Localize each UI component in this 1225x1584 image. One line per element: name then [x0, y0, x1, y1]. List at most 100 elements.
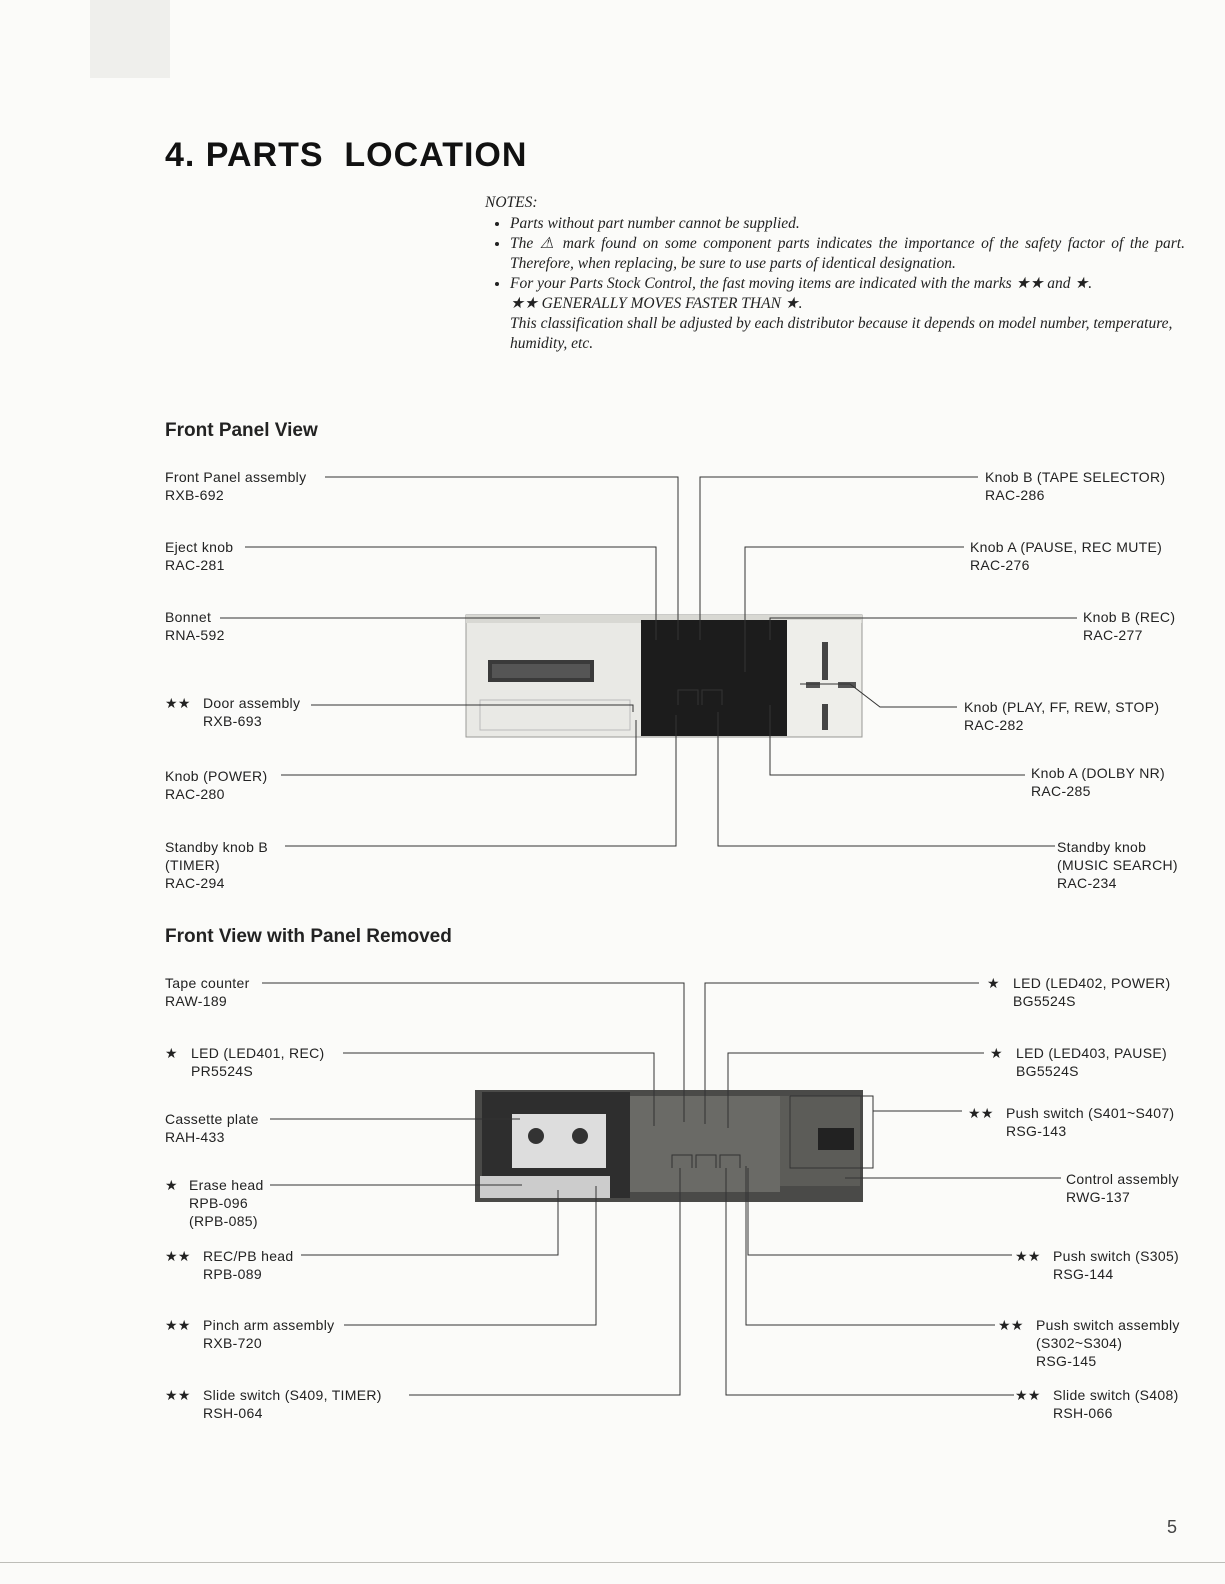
label-erase-head: ★ Erase head RPB-096 (RPB-085)	[165, 1176, 264, 1230]
label-knob-a-dolby: Knob A (DOLBY NR) RAC-285	[1031, 764, 1165, 800]
label-slide-switch-s408: ★★Slide switch (S408) RSH-066	[1015, 1386, 1179, 1422]
part-name: Bonnet	[165, 609, 212, 625]
fast-moving-mark: ★★	[165, 1248, 191, 1264]
part-number: (TIMER)	[165, 857, 220, 873]
fast-moving-mark: ★	[165, 1045, 178, 1061]
fast-moving-mark: ★★	[165, 1387, 191, 1403]
fast-moving-mark: ★★	[1015, 1248, 1041, 1264]
label-led402: ★LED (LED402, POWER) BG5524S	[987, 974, 1170, 1010]
part-name: Eject knob	[165, 539, 234, 555]
section-heading-panel-removed: Front View with Panel Removed	[165, 926, 452, 947]
part-name: Push switch (S401~S407)	[1006, 1105, 1175, 1121]
part-name: LED (LED401, REC)	[191, 1045, 325, 1061]
label-door-assembly: ★★Door assembly RXB-693	[165, 694, 300, 730]
label-control-assembly: Control assembly RWG-137	[1066, 1170, 1179, 1206]
part-name: Push switch (S305)	[1053, 1248, 1180, 1264]
part-name: Tape counter	[165, 975, 250, 991]
part-name: Door assembly	[203, 695, 301, 711]
label-push-switch-s401: ★★ Push switch (S401~S407) RSG-143	[968, 1104, 1174, 1140]
part-number: RAC-294	[165, 875, 225, 891]
note-adjustment: This classification shall be adjusted by…	[510, 315, 1173, 352]
page-title: 4. PARTS LOCATION	[165, 136, 528, 174]
label-led403: ★LED (LED403, PAUSE) BG5524S	[990, 1044, 1167, 1080]
fast-moving-mark: ★★	[1015, 1387, 1041, 1403]
part-number: RSG-143	[1006, 1123, 1067, 1139]
notes-block: NOTES: Parts without part number cannot …	[485, 193, 1185, 354]
label-push-switch-s305: ★★ Push switch (S305) RSG-144	[1015, 1247, 1179, 1283]
part-name: Knob B (TAPE SELECTOR)	[985, 469, 1166, 485]
part-number: (RPB-085)	[189, 1213, 258, 1229]
fast-moving-mark: ★	[987, 975, 1000, 991]
part-number: RAC-282	[964, 717, 1024, 733]
part-number: RWG-137	[1066, 1189, 1131, 1205]
part-number: PR5524S	[191, 1063, 254, 1079]
part-name: REC/PB head	[203, 1248, 294, 1264]
label-push-switch-assembly: ★★Push switch assembly (S302~S304) RSG-1…	[998, 1316, 1180, 1370]
label-cassette-plate: Cassette plate RAH-433	[165, 1110, 259, 1146]
part-name: LED (LED402, POWER)	[1013, 975, 1171, 991]
part-number: RPB-089	[203, 1266, 262, 1282]
part-number: RNA-592	[165, 627, 225, 643]
part-number: RAC-281	[165, 557, 225, 573]
label-knob-play: Knob (PLAY, FF, REW, STOP) RAC-282	[964, 698, 1159, 734]
fast-moving-mark: ★★	[165, 1317, 191, 1333]
part-number: RSG-145	[1036, 1353, 1097, 1369]
part-name: Knob (PLAY, FF, REW, STOP)	[964, 699, 1160, 715]
part-number: RXB-720	[203, 1335, 262, 1351]
notes-heading: NOTES:	[485, 194, 538, 211]
part-name: Front Panel assembly	[165, 469, 307, 485]
label-led401: ★ LED (LED401, REC) PR5524S	[165, 1044, 324, 1080]
part-number: (MUSIC SEARCH)	[1057, 857, 1178, 873]
part-number: RAC-234	[1057, 875, 1117, 891]
label-pinch-arm: ★★ Pinch arm assembly RXB-720	[165, 1316, 334, 1352]
part-name: Pinch arm assembly	[203, 1317, 335, 1333]
part-name: Knob (POWER)	[165, 768, 268, 784]
fast-moving-mark: ★★	[968, 1105, 994, 1121]
part-number: BG5524S	[1016, 1063, 1079, 1079]
part-number: RAC-285	[1031, 783, 1091, 799]
label-knob-b-tape-selector: Knob B (TAPE SELECTOR) RAC-286	[985, 468, 1165, 504]
fast-moving-mark: ★★	[998, 1317, 1024, 1333]
fast-moving-mark: ★	[165, 1177, 178, 1193]
part-number: RAC-280	[165, 786, 225, 802]
label-knob-b-rec: Knob B (REC) RAC-277	[1083, 608, 1175, 644]
note-classification: ★★ GENERALLY MOVES FASTER THAN ★.	[510, 295, 803, 312]
part-number: RAH-433	[165, 1129, 225, 1145]
label-rec-pb-head: ★★ REC/PB head RPB-089	[165, 1247, 293, 1283]
label-knob-a-pause: Knob A (PAUSE, REC MUTE) RAC-276	[970, 538, 1162, 574]
fast-moving-mark: ★★	[165, 695, 191, 711]
part-number: RXB-692	[165, 487, 224, 503]
part-number: RAC-277	[1083, 627, 1143, 643]
part-name: Control assembly	[1066, 1171, 1179, 1187]
label-standby-knob: Standby knob (MUSIC SEARCH) RAC-234	[1057, 838, 1178, 892]
label-knob-power: Knob (POWER) RAC-280	[165, 767, 267, 803]
label-standby-knob-b: Standby knob B (TIMER) RAC-294	[165, 838, 268, 892]
part-name: Erase head	[189, 1177, 264, 1193]
label-tape-counter: Tape counter RAW-189	[165, 974, 250, 1010]
part-number: RAW-189	[165, 993, 228, 1009]
label-slide-switch-s409: ★★Slide switch (S409, TIMER) RSH-064	[165, 1386, 382, 1422]
part-name: Slide switch (S408)	[1053, 1387, 1179, 1403]
page-number: 5	[1167, 1517, 1178, 1537]
section-heading-front-panel: Front Panel View	[165, 420, 318, 441]
part-number: RPB-096	[189, 1195, 248, 1211]
notes-list: Parts without part number cannot be supp…	[485, 214, 1185, 294]
scan-edge-bottom	[0, 1562, 1225, 1563]
label-eject-knob: Eject knob RAC-281	[165, 538, 233, 574]
part-number: (S302~S304)	[1036, 1335, 1123, 1351]
part-name: Standby knob B	[165, 839, 269, 855]
part-number: RAC-276	[970, 557, 1030, 573]
label-front-panel-assembly: Front Panel assembly RXB-692	[165, 468, 306, 504]
part-name: Cassette plate	[165, 1111, 259, 1127]
note-item: For your Parts Stock Control, the fast m…	[510, 274, 1185, 294]
note-item: The ⚠ mark found on some component parts…	[510, 234, 1185, 274]
part-number: RAC-286	[985, 487, 1045, 503]
part-number: RSG-144	[1053, 1266, 1114, 1282]
label-bonnet: Bonnet RNA-592	[165, 608, 225, 644]
front-panel-photo	[465, 614, 863, 738]
part-name: LED (LED403, PAUSE)	[1016, 1045, 1167, 1061]
part-name: Knob A (DOLBY NR)	[1031, 765, 1166, 781]
part-name: Standby knob	[1057, 839, 1147, 855]
part-name: Slide switch (S409, TIMER)	[203, 1387, 382, 1403]
